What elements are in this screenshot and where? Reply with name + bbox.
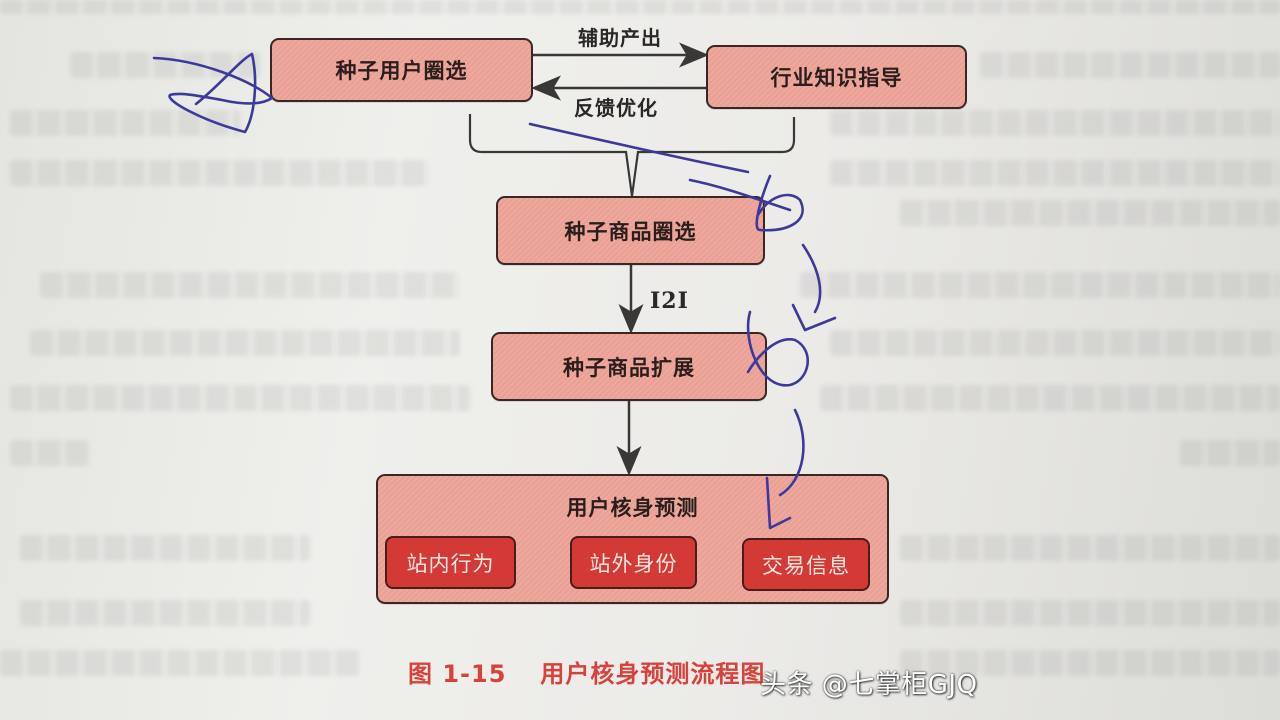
node-title: 用户核身预测	[566, 495, 699, 520]
pen-stroke	[528, 122, 750, 174]
bleed-through-text	[40, 272, 460, 298]
node-seed-item-expansion: 种子商品扩展	[491, 332, 767, 401]
figure-number: 图 1-15	[408, 660, 507, 688]
node-industry-knowledge: 行业知识指导	[706, 45, 967, 109]
bleed-through-text	[830, 160, 1280, 186]
edge-label-feedback: 反馈优化	[574, 96, 658, 120]
feature-onsite-behavior: 站内行为	[385, 536, 516, 589]
bleed-through-text	[900, 535, 1280, 561]
bleed-through-text	[830, 330, 1280, 356]
feature-offsite-identity: 站外身份	[570, 536, 697, 589]
bleed-through-text	[20, 535, 310, 561]
bleed-through-text	[0, 0, 1280, 14]
bleed-through-text	[10, 440, 90, 466]
bleed-through-text	[900, 650, 1280, 676]
bleed-through-text	[0, 650, 360, 676]
bleed-through-text	[30, 330, 460, 356]
bleed-through-text	[70, 52, 260, 78]
node-label: 种子用户圈选	[335, 58, 468, 83]
bleed-through-text	[10, 385, 470, 411]
feature-label: 站内行为	[406, 551, 495, 576]
feature-transaction-info: 交易信息	[742, 538, 870, 591]
pen-check	[791, 303, 837, 332]
bleed-through-text	[10, 110, 240, 136]
bleed-through-text	[20, 600, 310, 626]
figure-caption: 图 1-15 用户核身预测流程图	[408, 654, 765, 689]
bleed-through-text	[900, 600, 1280, 626]
bleed-through-text	[820, 385, 1280, 411]
node-seed-user-selection: 种子用户圈选	[270, 38, 533, 102]
feature-label: 站外身份	[589, 551, 678, 576]
watermark: 头条 @七掌柜GJQ	[760, 670, 978, 700]
node-seed-item-selection: 种子商品圈选	[496, 196, 765, 265]
edge-label-i2i: I2I	[650, 288, 689, 314]
bleed-through-text	[10, 160, 430, 186]
bleed-through-text	[900, 200, 1280, 226]
bleed-through-text	[800, 272, 1280, 298]
node-label: 行业知识指导	[770, 65, 903, 90]
figure-title: 用户核身预测流程图	[540, 660, 766, 688]
bleed-through-text	[1180, 440, 1280, 466]
node-label: 种子商品扩展	[563, 354, 695, 380]
bleed-through-text	[980, 52, 1280, 78]
feature-label: 交易信息	[762, 553, 850, 578]
node-label: 种子商品圈选	[564, 218, 697, 244]
edge-label-assist-output: 辅助产出	[578, 26, 662, 50]
merge-bracket	[468, 114, 796, 197]
bleed-through-text	[830, 110, 1280, 136]
